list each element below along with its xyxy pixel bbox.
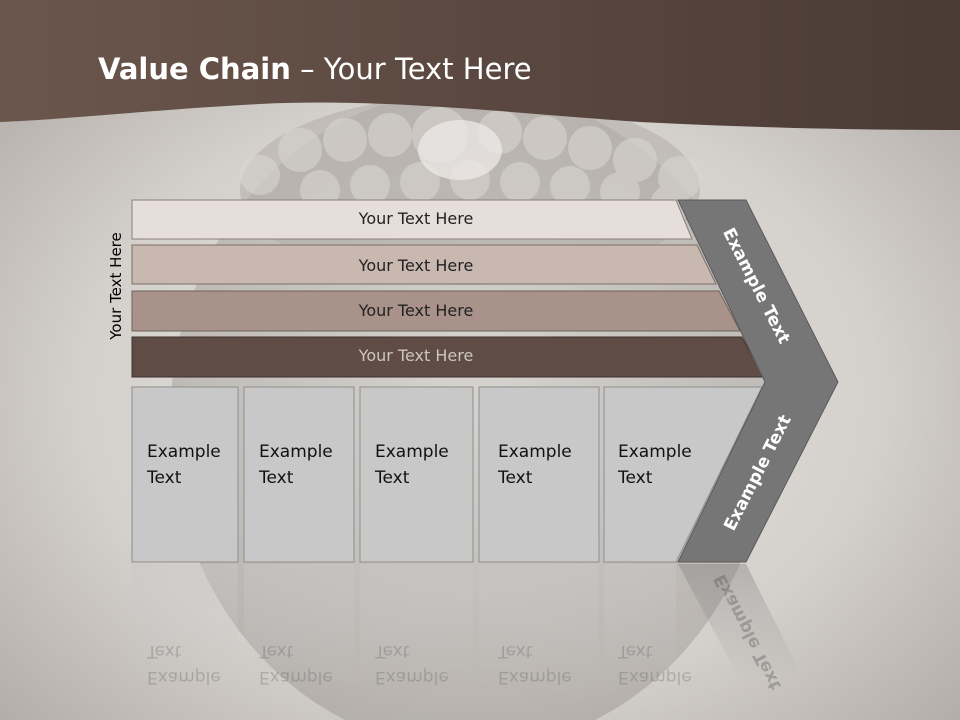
box-2-reflection-line1: Example (259, 667, 333, 687)
box-4-text: Example Text (498, 439, 598, 491)
box-2-line1: Example (259, 442, 333, 462)
box-5-line2: Text (618, 468, 653, 488)
box-2-line2: Text (259, 468, 294, 488)
chevron-arrow (677, 199, 839, 563)
box-4-reflection-line2: Text (498, 641, 533, 661)
bar-1 (131, 199, 693, 240)
box-4-line1: Example (498, 442, 572, 462)
box-3-line1: Example (375, 442, 449, 462)
box-1 (131, 386, 239, 563)
slide-title: Value Chain – Your Text Here (98, 52, 532, 86)
title-rest: – Your Text Here (290, 52, 532, 86)
box-4-reflection: Example Text (498, 638, 598, 690)
box-5 (603, 386, 763, 563)
box-5-reflection-line1: Example (618, 667, 692, 687)
box-2-text: Example Text (259, 439, 359, 491)
box-2-reflection: Example Text (259, 638, 359, 690)
box-5-reflection: Example Text (618, 638, 718, 690)
box-5-line1: Example (618, 442, 692, 462)
box-3 (359, 386, 474, 563)
box-1-text: Example Text (147, 439, 247, 491)
box-5-text: Example Text (618, 439, 718, 491)
bar-4-label: Your Text Here (358, 346, 474, 365)
box-3-text: Example Text (375, 439, 475, 491)
box-3-reflection: Example Text (375, 638, 475, 690)
bar-2-label: Your Text Here (358, 256, 474, 275)
box-1-line2: Text (147, 468, 182, 488)
box-4-reflection-line1: Example (498, 667, 572, 687)
box-3-reflection-line1: Example (375, 667, 449, 687)
bar-3 (131, 290, 741, 332)
box-1-line1: Example (147, 442, 221, 462)
box-4-line2: Text (498, 468, 533, 488)
box-3-line2: Text (375, 468, 410, 488)
box-2-reflection-line2: Text (259, 641, 294, 661)
box-5-reflection-line2: Text (618, 641, 653, 661)
box-1-reflection: Example Text (147, 638, 247, 690)
box-2 (243, 386, 355, 563)
bar-1-label: Your Text Here (358, 209, 474, 228)
box-1-reflection-line2: Text (147, 641, 182, 661)
bar-3-label: Your Text Here (358, 301, 474, 320)
box-4 (478, 386, 600, 563)
box-1-reflection-line1: Example (147, 667, 221, 687)
bar-2 (131, 244, 717, 285)
title-bold: Value Chain (98, 52, 291, 86)
reflection (132, 564, 800, 684)
box-3-reflection-line2: Text (375, 641, 410, 661)
